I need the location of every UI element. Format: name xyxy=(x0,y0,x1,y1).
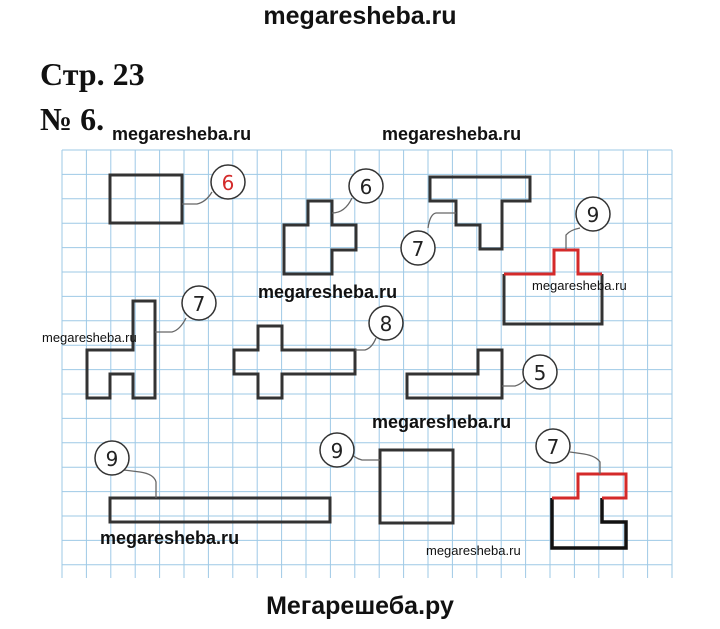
figure-l-shape-left xyxy=(85,299,157,400)
site-title: megaresheba.ru xyxy=(263,2,457,30)
circle-number-2: 6 xyxy=(348,168,384,204)
task-number: № 6. xyxy=(40,101,105,137)
figure-low-l-shape xyxy=(405,348,504,400)
circle-number-4: 9 xyxy=(575,196,611,232)
watermark: megaresheba.ru xyxy=(100,528,240,548)
svg-text:7: 7 xyxy=(412,237,425,261)
watermark: megaresheba.ru xyxy=(372,412,512,432)
circle-number-7: 5 xyxy=(522,354,558,390)
perimeter-label-1: 6 xyxy=(222,171,235,195)
figure-long-bar xyxy=(108,496,332,524)
watermark: megaresheba.ru xyxy=(112,124,252,144)
svg-text:9: 9 xyxy=(587,203,600,227)
figure-square xyxy=(378,448,455,525)
svg-text:8: 8 xyxy=(380,312,393,336)
circle-number-10: 7 xyxy=(535,428,571,464)
circle-number-6: 8 xyxy=(368,305,404,341)
watermark: megaresheba.ru xyxy=(258,282,398,302)
svg-text:6: 6 xyxy=(360,175,373,199)
site-footer: Мегарешеба.ру xyxy=(266,592,454,620)
circle-number-9: 9 xyxy=(319,432,355,468)
svg-text:7: 7 xyxy=(193,292,206,316)
watermark: megaresheba.ru xyxy=(532,278,627,293)
page-number: Стр. 23 xyxy=(40,56,145,92)
svg-text:9: 9 xyxy=(331,439,344,463)
figure-cross-shape xyxy=(282,199,358,276)
figure-t-shape xyxy=(428,175,532,251)
circle-number-3: 7 xyxy=(400,230,436,266)
circle-number-5: 7 xyxy=(181,285,217,321)
svg-text:9: 9 xyxy=(106,447,119,471)
watermark: megaresheba.ru xyxy=(382,124,522,144)
figure-s-shape xyxy=(550,472,628,550)
watermark: megaresheba.ru xyxy=(426,543,521,558)
figure-plus-shape xyxy=(232,324,357,400)
svg-text:5: 5 xyxy=(534,361,547,385)
watermark: megaresheba.ru xyxy=(42,330,137,345)
svg-text:7: 7 xyxy=(547,435,560,459)
circle-number-1: 6 xyxy=(210,164,246,200)
circle-number-8: 9 xyxy=(94,440,130,476)
figure-rectangle-top-left xyxy=(108,173,184,225)
